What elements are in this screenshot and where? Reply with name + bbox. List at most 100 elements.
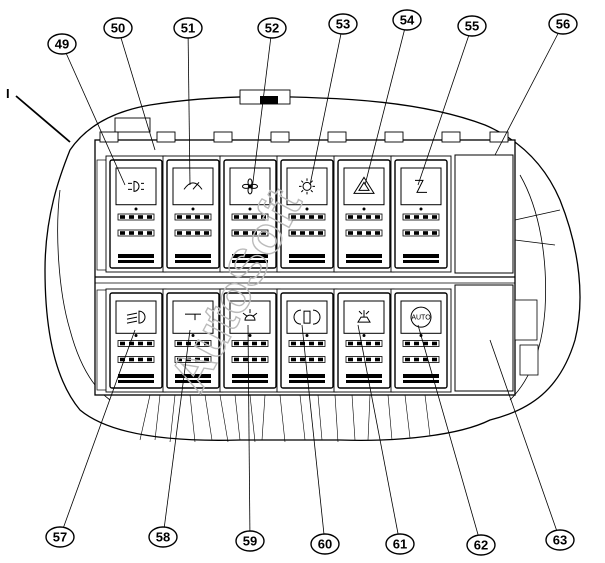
callout-circle: [173, 17, 203, 39]
indicator-slots: [117, 207, 155, 263]
flag-icon: [185, 313, 201, 321]
callout-number: 51: [181, 21, 195, 36]
wiring-bundle: [139, 394, 431, 443]
indicator-slots: [288, 207, 326, 263]
right-connector: [514, 209, 561, 376]
callout-circle: [47, 33, 77, 55]
callout-61: 61: [357, 324, 415, 555]
callout-circle: [457, 15, 487, 37]
auto-label: AUTO: [411, 315, 431, 322]
leader-line: [61, 43, 126, 186]
callout-56: 56: [494, 13, 578, 156]
callout-number: 55: [465, 19, 479, 34]
callout-circle: [385, 533, 415, 555]
top-bracket-2: [260, 96, 278, 104]
indicator-slots: [231, 207, 269, 263]
leader-line: [251, 27, 273, 191]
indicator-slots: [402, 207, 440, 263]
hazard-beam-icon: [293, 309, 321, 325]
callout-circle: [548, 13, 578, 35]
indicator-slots: [345, 334, 383, 383]
callout-number: 59: [243, 534, 257, 549]
switch-module-top-6: [390, 155, 452, 273]
callout-55: 55: [417, 15, 487, 186]
callout-circle: [235, 530, 265, 552]
callout-62: 62: [417, 324, 496, 556]
rotating-beacon-icon: [242, 309, 258, 321]
callout-63: 63: [489, 339, 575, 551]
callout-number: 62: [474, 538, 488, 553]
callout-number: 49: [55, 37, 69, 52]
callout-number: 60: [318, 537, 332, 552]
callout-52: 52: [251, 17, 287, 191]
switch-module-bottom-6: AUTO: [390, 288, 452, 393]
callout-number: 56: [556, 17, 570, 32]
callout-number: 63: [553, 533, 567, 548]
callout-50: 50: [103, 17, 156, 151]
callout-49: 49: [47, 33, 126, 186]
spotlight-icon: [357, 310, 371, 323]
wiper-interval-icon: [415, 179, 427, 193]
leader-line: [301, 324, 326, 545]
callout-circle: [466, 534, 496, 556]
switch-module-top-4: [276, 155, 338, 273]
leader-line: [247, 324, 251, 542]
switch-module-bottom-3: [219, 288, 281, 393]
auto-mode-icon: AUTO: [410, 306, 432, 328]
callout-number: 57: [53, 530, 67, 545]
callout-circle: [257, 17, 287, 39]
indicator-slots: [174, 207, 212, 263]
headlight-icon: [126, 310, 146, 324]
callout-circle: [103, 17, 133, 39]
switch-module-top-1: [105, 155, 167, 273]
switch-module-top-2: [162, 155, 224, 273]
switch-module-top-3: [219, 155, 281, 273]
callout-60: 60: [301, 324, 340, 555]
leader-line: [417, 324, 482, 546]
top-switch-row: [105, 155, 452, 273]
indicator-slots: [174, 334, 212, 383]
leader-line: [117, 27, 156, 151]
callout-number: 54: [400, 13, 415, 28]
parking-light-icon: [128, 180, 144, 192]
callout-53: 53: [309, 13, 358, 186]
callout-57: 57: [45, 329, 136, 548]
leader-line: [364, 19, 408, 186]
leader-line: [309, 23, 344, 186]
leader-line: [187, 27, 191, 186]
bottom-switch-row: AUTO: [105, 288, 452, 393]
leader-line: [489, 339, 561, 541]
section-label: I: [6, 86, 10, 101]
top-clips: [99, 131, 509, 143]
hazard-warning-icon: [353, 176, 375, 194]
callout-circle: [148, 526, 178, 548]
fan-icon: [242, 178, 258, 195]
callout-59: 59: [235, 324, 265, 552]
leader-line: [494, 23, 564, 156]
callout-circle: [328, 13, 358, 35]
switch-module-bottom-2: [162, 288, 224, 393]
section-leader-line: [15, 95, 71, 143]
callout-54: 54: [364, 9, 422, 186]
housing-inner-curve: [57, 189, 111, 401]
callout-circle: [392, 9, 422, 31]
switch-module-bottom-4: [276, 288, 338, 393]
housing-inner-curve-2: [509, 174, 546, 401]
callout-circle: [45, 526, 75, 548]
callout-number: 58: [156, 530, 170, 545]
callout-circle: [545, 529, 575, 551]
wiper-icon: [183, 182, 203, 190]
callout-58: 58: [148, 329, 191, 548]
callout-number: 52: [265, 21, 279, 36]
leader-line: [357, 324, 401, 545]
callouts-layer: 49 50 51 52 53 54 55 56 57 58 59 60 61 62 63: [45, 9, 578, 556]
leader-line: [59, 329, 136, 538]
leader-line: [162, 329, 191, 538]
blank-module-top: [454, 154, 514, 274]
leader-line: [417, 25, 473, 186]
callout-number: 61: [393, 537, 407, 552]
indicator-slots: [231, 334, 269, 383]
switch-module-bottom-1: [105, 288, 167, 393]
